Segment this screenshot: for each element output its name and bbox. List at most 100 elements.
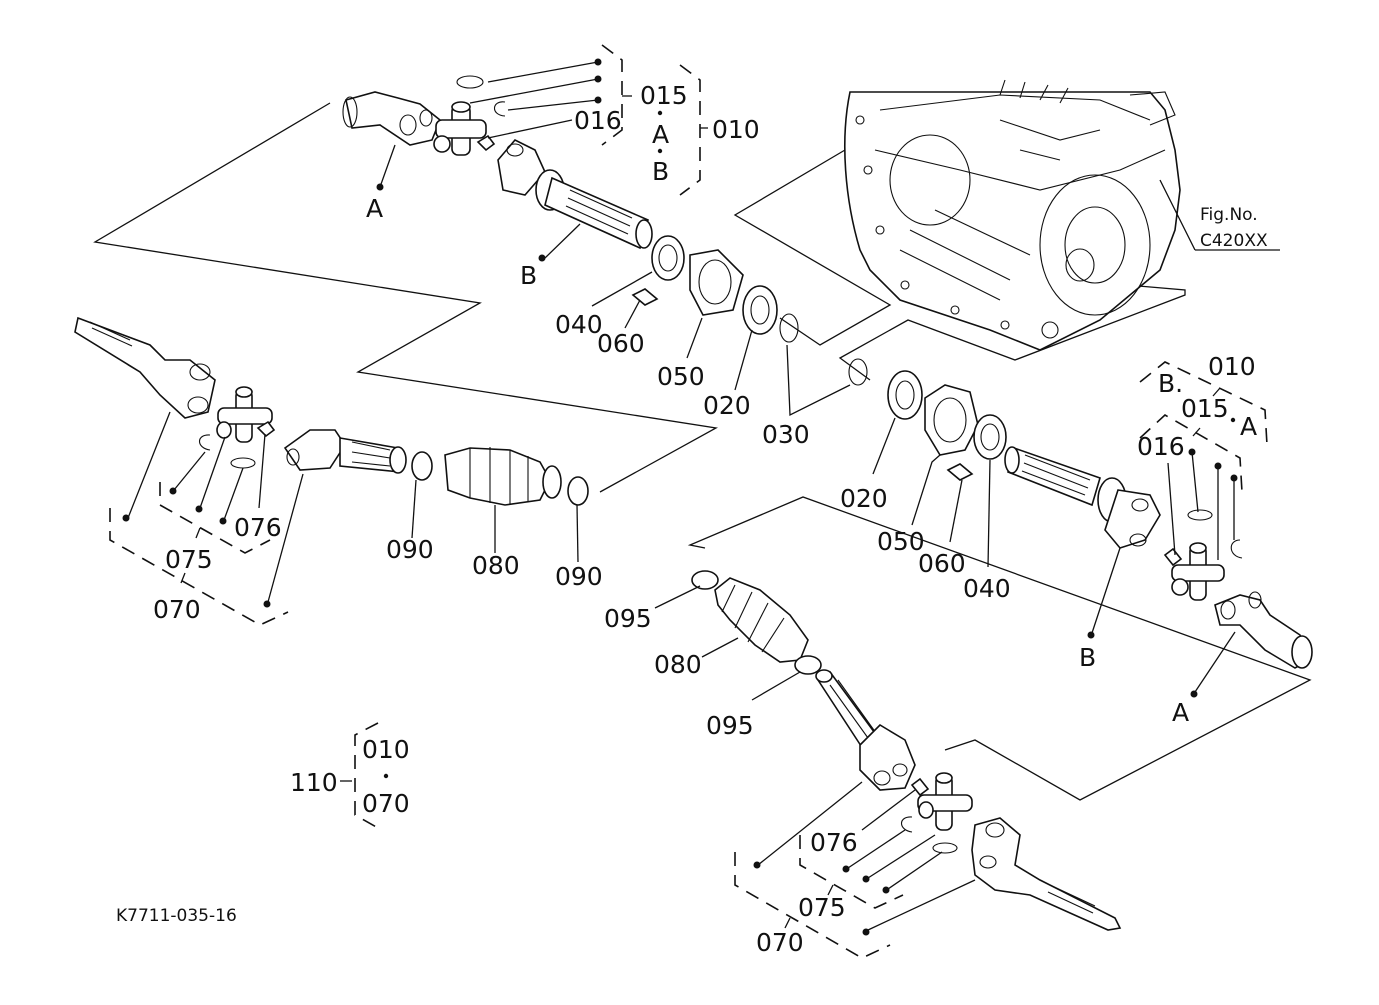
upper-shaft-yoke-a bbox=[342, 91, 441, 146]
bracket-tick bbox=[827, 884, 834, 896]
leader-dot bbox=[195, 505, 203, 513]
bracket-tick bbox=[180, 572, 186, 584]
left-universal-joint-cross bbox=[216, 386, 273, 443]
left-snap-ring-side bbox=[198, 434, 211, 451]
leader-060-upper bbox=[624, 299, 641, 329]
leader-dot bbox=[862, 928, 870, 936]
leader-dot bbox=[169, 487, 177, 495]
lower-grease-nipple bbox=[910, 777, 930, 797]
leader-dot bbox=[594, 96, 602, 104]
bracket-015-right bbox=[1139, 414, 1243, 493]
right-spline-shaft-yoke bbox=[1004, 446, 1161, 549]
leader-lower-yoke bbox=[757, 781, 863, 866]
leader-left-yoke bbox=[127, 411, 171, 519]
assembly-110-member-070: 070 bbox=[362, 789, 410, 818]
bracket-075-lower bbox=[799, 835, 904, 909]
leader-016-right bbox=[1167, 462, 1176, 556]
leader-095-lower-2 bbox=[751, 671, 801, 701]
upper-oil-seal-bore bbox=[658, 244, 678, 272]
leader-090-left-2 bbox=[576, 504, 579, 563]
part-label-076: 076 bbox=[234, 513, 282, 542]
part-label-076: 076 bbox=[810, 828, 858, 857]
part-label-040: 040 bbox=[963, 574, 1011, 603]
part-label-095: 095 bbox=[706, 711, 754, 740]
leader-dot bbox=[753, 861, 761, 869]
upper-ball-bearing bbox=[742, 285, 778, 335]
leader-lower-snap-b bbox=[887, 851, 943, 890]
left-boot bbox=[444, 447, 562, 506]
part-label-020: 020 bbox=[840, 484, 888, 513]
ref-label-b: B bbox=[520, 261, 537, 290]
drawing-number: K7711-035-16 bbox=[116, 906, 237, 926]
upper-bearing-housing-bore bbox=[698, 259, 732, 305]
bracket-070-left bbox=[109, 508, 289, 626]
leader-dot bbox=[263, 600, 271, 608]
lower-boot bbox=[714, 577, 809, 663]
leader-050-upper bbox=[686, 317, 703, 359]
leader-left-snap-b bbox=[223, 467, 244, 521]
leader-upper-snap-side bbox=[507, 99, 599, 111]
leader-left-snap bbox=[173, 451, 206, 491]
lower-snap-ring-bottom bbox=[932, 842, 958, 854]
leader-dot bbox=[594, 58, 602, 66]
part-label-060: 060 bbox=[918, 549, 966, 578]
part-label-020: 020 bbox=[703, 391, 751, 420]
right-ball-bearing bbox=[887, 370, 923, 420]
leader-020-upper bbox=[734, 329, 753, 391]
part-label-010: 010 bbox=[712, 115, 760, 144]
right-oil-seal-bore bbox=[980, 423, 1000, 451]
leader-020-right bbox=[872, 417, 896, 475]
right-ball-bearing-inner bbox=[895, 380, 915, 410]
left-boot-band-2 bbox=[567, 476, 589, 506]
assembly-110-member-010: 010 bbox=[362, 735, 410, 764]
leader-dot bbox=[882, 886, 890, 894]
bracket-tick bbox=[784, 917, 791, 929]
right-bearing-housing-bore bbox=[933, 397, 967, 443]
leader-dot bbox=[1230, 474, 1238, 482]
part-label-050: 050 bbox=[877, 527, 925, 556]
part-label-030: 030 bbox=[762, 420, 810, 449]
part-label-070: 070 bbox=[153, 595, 201, 624]
bracket-tick bbox=[1212, 387, 1221, 397]
leader-dot bbox=[842, 865, 850, 873]
leader-060-right bbox=[949, 479, 963, 543]
part-label-080: 080 bbox=[654, 650, 702, 679]
ref-label-a: A bbox=[1240, 412, 1257, 441]
upper-bolt bbox=[631, 288, 659, 306]
leader-a-right bbox=[1194, 631, 1236, 693]
upper-grease-nipple bbox=[476, 134, 496, 152]
part-label-050: 050 bbox=[657, 362, 705, 391]
leader-dot bbox=[1190, 690, 1198, 698]
upper-oil-seal bbox=[651, 235, 685, 281]
bracket-tick bbox=[195, 527, 201, 539]
leader-a-upper bbox=[379, 144, 396, 188]
left-boot-band-1 bbox=[411, 451, 433, 481]
leader-lower-cross bbox=[867, 834, 936, 879]
leader-dot bbox=[1087, 631, 1095, 639]
lower-boot-band-1 bbox=[691, 570, 719, 590]
left-spline-shaft-yoke bbox=[283, 429, 407, 474]
right-snap-ring-side bbox=[1230, 539, 1243, 559]
upper-circlip bbox=[779, 313, 799, 343]
left-snap-ring-bottom bbox=[230, 457, 256, 469]
leader-lower-snap bbox=[847, 829, 906, 869]
part-label-015: 015 bbox=[640, 81, 688, 110]
ref-label-a: A bbox=[1172, 698, 1189, 727]
right-snap-ring-top bbox=[1187, 509, 1213, 521]
bracket-015-upper bbox=[601, 44, 623, 146]
leader-dot bbox=[538, 254, 546, 262]
leader-dot bbox=[594, 75, 602, 83]
figure-reference-leader bbox=[1159, 179, 1196, 251]
bracket-010-upper bbox=[679, 64, 701, 196]
assembly-110-callout: 110 010 070 bbox=[290, 722, 410, 829]
leader-b-right bbox=[1091, 547, 1121, 634]
ref-label-b: B bbox=[652, 157, 669, 186]
part-label-090: 090 bbox=[386, 535, 434, 564]
leader-dot bbox=[1214, 462, 1222, 470]
part-label-016: 016 bbox=[1137, 432, 1185, 461]
part-label-010: 010 bbox=[1208, 352, 1256, 381]
assembly-outline-housing-upper bbox=[733, 149, 892, 346]
right-yoke-a bbox=[1214, 591, 1313, 669]
leader-upper-cross bbox=[469, 78, 599, 104]
